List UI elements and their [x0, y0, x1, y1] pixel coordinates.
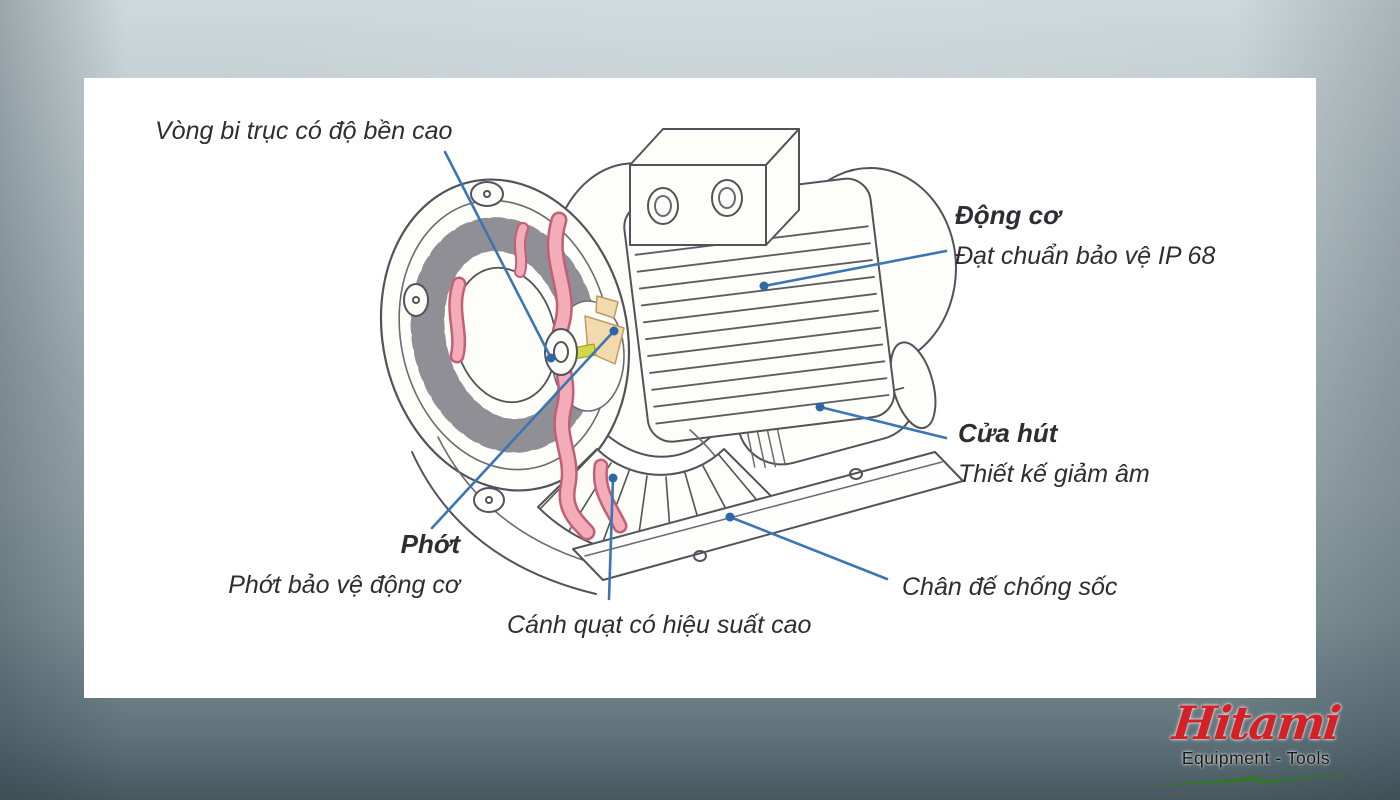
label-bearing: Vòng bi trục có độ bền cao — [155, 116, 452, 147]
label-bearing-text: Vòng bi trục có độ bền cao — [155, 117, 453, 145]
leader-dots — [546, 281, 825, 522]
leader-base — [728, 515, 889, 581]
cutaway-seal-pink — [448, 211, 628, 541]
label-inlet-title: Cửa hút — [958, 418, 1058, 448]
mounting-lugs — [403, 181, 505, 513]
lightning-bolt-icon — [1142, 772, 1370, 787]
label-seal-title: Phớt — [400, 529, 460, 559]
label-seal: Phớt Phớt bảo vệ động cơ — [170, 528, 460, 601]
leader-impeller — [607, 476, 615, 601]
label-motor-title: Động cơ — [955, 200, 1061, 230]
base-plate — [572, 451, 964, 581]
label-impeller-text: Cánh quạt có hiệu suất cao — [507, 611, 812, 639]
label-seal-text: Phớt bảo vệ động cơ — [228, 570, 460, 599]
leader-lines — [430, 150, 948, 601]
label-inlet: Cửa hút Thiết kế giảm âm — [958, 417, 1150, 490]
leader-inlet — [818, 405, 948, 440]
leader-bearing — [443, 150, 553, 360]
shaft-hub — [544, 328, 578, 376]
label-impeller: Cánh quạt có hiệu suất cao — [507, 610, 811, 641]
label-base: Chân đế chống sốc — [902, 572, 1117, 603]
terminal-box — [629, 128, 800, 246]
label-base-text: Chân đế chống sốc — [902, 573, 1118, 601]
leader-motor — [762, 249, 948, 288]
label-inlet-text: Thiết kế giảm âm — [958, 459, 1150, 488]
lower-casing — [411, 451, 597, 595]
leader-seal — [430, 329, 616, 530]
label-motor-text: Đạt chuẩn bảo vệ IP 68 — [955, 241, 1216, 270]
brand-name: Hitami — [1170, 696, 1342, 750]
brand-logo: Hitami Equipment - Tools — [1142, 696, 1370, 790]
label-motor: Động cơ Đạt chuẩn bảo vệ IP 68 — [955, 199, 1215, 272]
brand-tagline: Equipment - Tools — [1181, 748, 1331, 768]
